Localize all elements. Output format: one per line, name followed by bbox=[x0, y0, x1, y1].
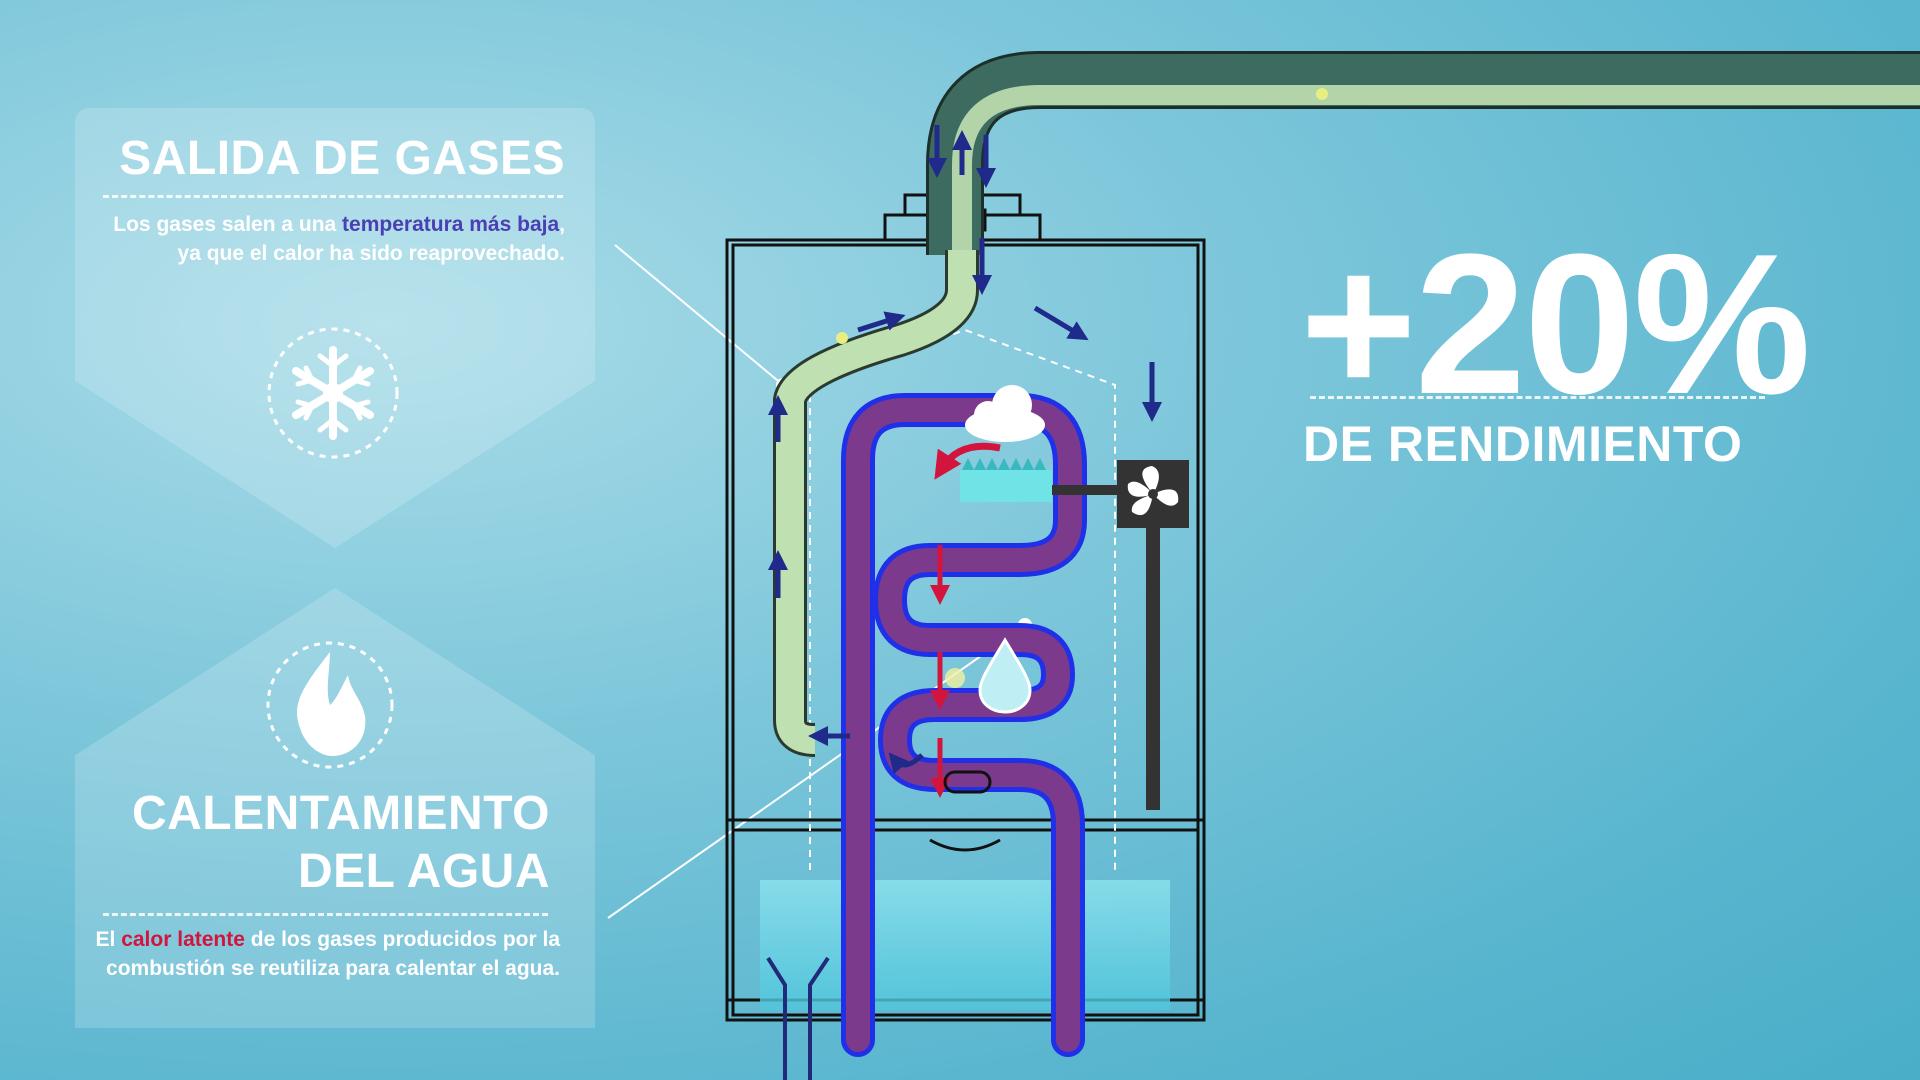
water-tank bbox=[760, 880, 1170, 1010]
exhaust-leader-line bbox=[614, 244, 784, 386]
water-droplet-icon bbox=[978, 637, 1032, 714]
water-inlet-pipes bbox=[766, 956, 830, 1080]
efficiency-label: DE RENDIMIENTO bbox=[1303, 416, 1743, 472]
steam-cloud-icon bbox=[965, 385, 1045, 442]
exhaust-gas-description: Los gases salen a una temperatura más ba… bbox=[113, 213, 565, 265]
condensation-glow bbox=[945, 668, 965, 688]
efficiency-value: +20% bbox=[1300, 213, 1811, 436]
water-heating-description: El calor latente de los gases producidos… bbox=[95, 928, 560, 980]
fan-icon bbox=[1052, 460, 1189, 810]
exhaust-gas-title: SALIDA DE GASES bbox=[119, 132, 565, 185]
flame-icon bbox=[266, 641, 394, 769]
title-divider bbox=[103, 913, 548, 916]
burner-icon bbox=[960, 458, 1052, 502]
stat-divider bbox=[1310, 396, 1765, 399]
title-divider bbox=[103, 195, 563, 198]
snowflake-icon bbox=[267, 327, 399, 459]
recirculation-arrow bbox=[934, 442, 1001, 480]
gas-flow-arrows bbox=[768, 125, 1162, 775]
drain-slot bbox=[943, 770, 992, 794]
